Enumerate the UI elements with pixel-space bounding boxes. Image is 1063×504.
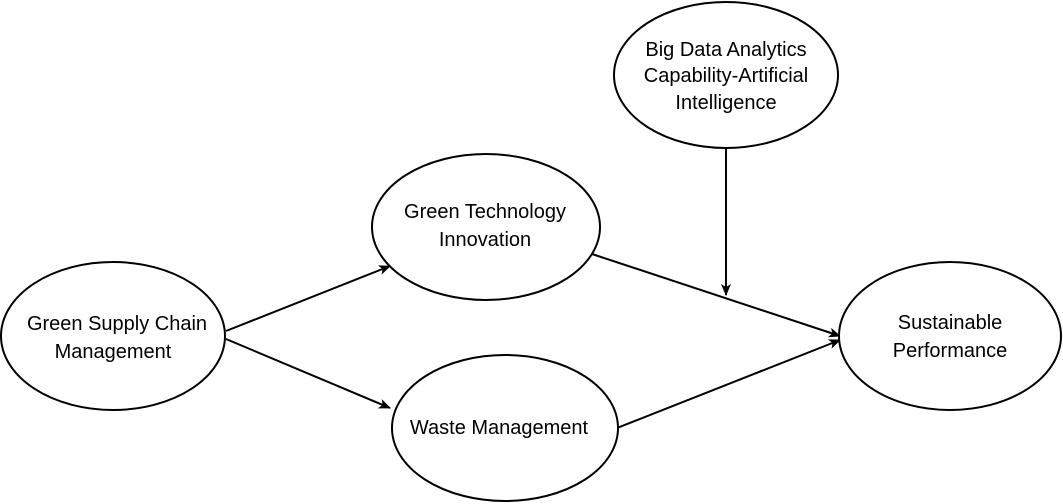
edge-gscm-to-wm xyxy=(225,338,391,409)
node-bda-line-3: Intelligence xyxy=(675,92,776,114)
node-bda-line-2: Capability-Artificial xyxy=(644,65,809,87)
node-gti-line-2: Innovation xyxy=(439,229,531,251)
node-gti-line-1: Green Technology xyxy=(404,201,566,223)
node-gti: Green Technology Innovation xyxy=(371,153,601,301)
edge-wm-to-sp xyxy=(616,339,841,429)
node-gscm: Green Supply Chain Management xyxy=(0,261,226,411)
edge-gti-to-sp xyxy=(591,253,841,338)
node-sp: Sustainable Performance xyxy=(838,261,1062,411)
node-wm: Waste Management xyxy=(391,354,619,502)
node-bda: Big Data Analytics Capability-Artificial… xyxy=(613,1,839,149)
node-gscm-line-2: Management xyxy=(55,341,172,363)
node-bda-line-1: Big Data Analytics xyxy=(645,39,806,61)
node-gscm-line-1: Green Supply Chain xyxy=(27,313,207,335)
edge-gscm-to-gti xyxy=(225,265,391,332)
node-wm-line-1: Waste Management xyxy=(410,417,589,439)
node-sp-line-1: Sustainable xyxy=(898,312,1003,334)
node-sp-line-2: Performance xyxy=(893,340,1008,362)
